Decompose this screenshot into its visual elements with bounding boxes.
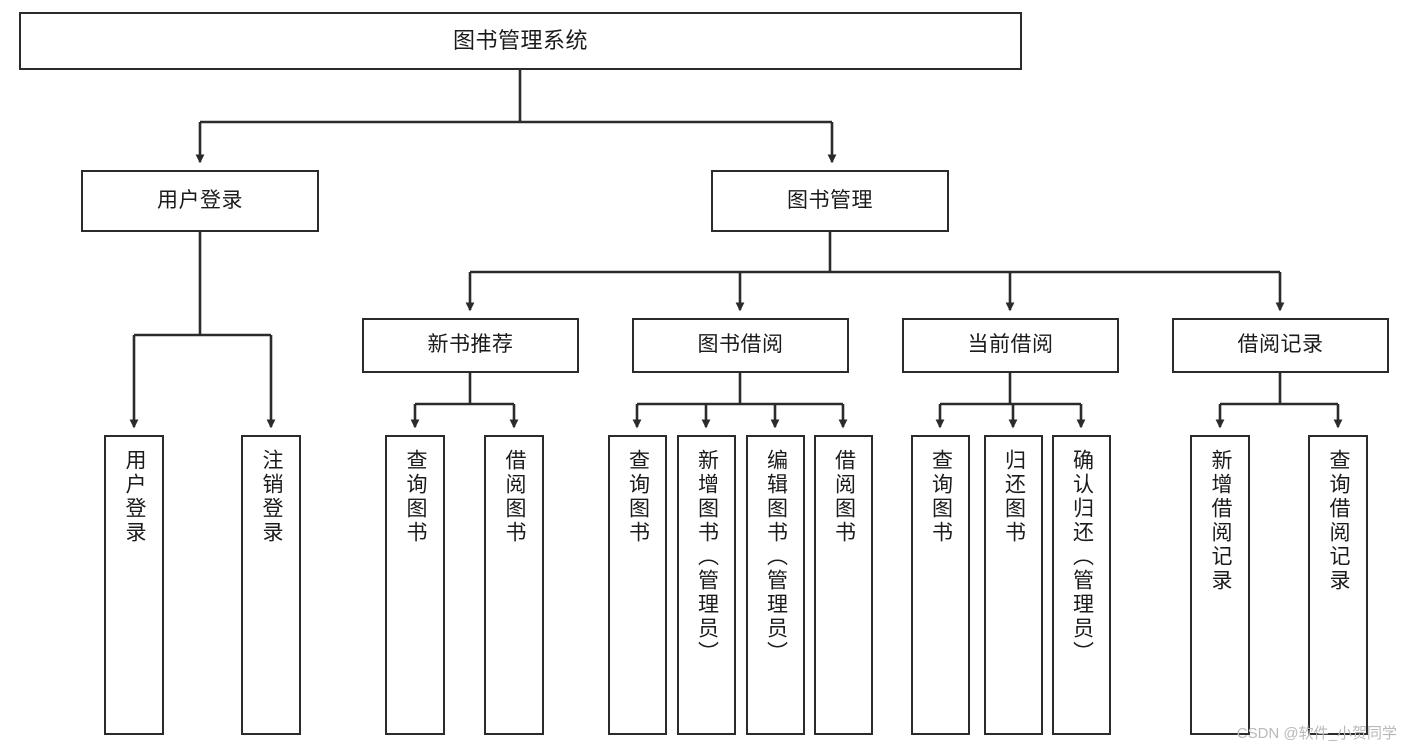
leaf-query-book-current-label: 查询图书	[929, 449, 953, 545]
leaf-edit-book-admin[interactable]: 编辑图书（管理员）	[746, 435, 805, 735]
edge-root-bus	[195, 70, 837, 164]
leaf-query-book-borrow[interactable]: 查询图书	[608, 435, 667, 735]
leaf-logout-login[interactable]: 注销登录	[241, 435, 301, 735]
node-book-borrow[interactable]: 图书借阅	[632, 318, 849, 373]
leaf-edit-book-admin-label: 编辑图书（管理员）	[764, 449, 788, 665]
node-borrow-record-label: 借阅记录	[1237, 333, 1324, 357]
leaf-query-book-recommend[interactable]: 查询图书	[385, 435, 445, 735]
edge-borrow-bus	[632, 373, 848, 429]
csdn-watermark: CSDN @软件_小贺同学	[1236, 725, 1397, 742]
leaf-query-book-recommend-label: 查询图书	[404, 449, 428, 545]
leaf-add-book-admin-label: 新增图书（管理员）	[695, 449, 719, 665]
node-borrow-record[interactable]: 借阅记录	[1172, 318, 1389, 373]
node-current-borrow-label: 当前借阅	[967, 333, 1054, 357]
edge-borrow-record-bus	[1215, 373, 1343, 429]
edge-new-book-bus	[410, 373, 519, 429]
leaf-logout-login-label: 注销登录	[260, 449, 284, 545]
node-book-management[interactable]: 图书管理	[711, 170, 949, 232]
leaf-add-borrow-record-label: 新增借阅记录	[1209, 449, 1233, 593]
node-new-book-recommend[interactable]: 新书推荐	[362, 318, 579, 373]
leaf-user-login[interactable]: 用户登录	[104, 435, 164, 735]
leaf-query-book-current[interactable]: 查询图书	[911, 435, 970, 735]
node-root-label: 图书管理系统	[452, 28, 588, 54]
edge-current-borrow-bus	[935, 373, 1086, 429]
leaf-return-book[interactable]: 归还图书	[984, 435, 1043, 735]
leaf-add-borrow-record[interactable]: 新增借阅记录	[1190, 435, 1250, 735]
leaf-confirm-return-admin-label: 确认归还（管理员）	[1070, 449, 1094, 665]
leaf-add-book-admin[interactable]: 新增图书（管理员）	[677, 435, 736, 735]
leaf-query-borrow-record-label: 查询借阅记录	[1327, 449, 1351, 593]
leaf-user-login-label: 用户登录	[123, 449, 147, 545]
leaf-borrow-book-recommend[interactable]: 借阅图书	[484, 435, 544, 735]
leaf-return-book-label: 归还图书	[1002, 449, 1026, 545]
leaf-borrow-book-recommend-label: 借阅图书	[503, 449, 527, 545]
leaf-query-book-borrow-label: 查询图书	[626, 449, 650, 545]
node-book-borrow-label: 图书借阅	[697, 333, 784, 357]
leaf-query-borrow-record[interactable]: 查询借阅记录	[1308, 435, 1368, 735]
edge-user-login-bus	[129, 232, 276, 429]
leaf-borrow-book[interactable]: 借阅图书	[814, 435, 873, 735]
leaf-borrow-book-label: 借阅图书	[832, 449, 856, 545]
node-root[interactable]: 图书管理系统	[19, 12, 1022, 70]
node-current-borrow[interactable]: 当前借阅	[902, 318, 1119, 373]
node-user-login[interactable]: 用户登录	[81, 170, 319, 232]
node-user-login-label: 用户登录	[157, 188, 243, 212]
node-new-book-recommend-label: 新书推荐	[427, 333, 514, 357]
edge-book-mgmt-bus	[465, 232, 1285, 312]
leaf-confirm-return-admin[interactable]: 确认归还（管理员）	[1052, 435, 1111, 735]
node-book-management-label: 图书管理	[787, 188, 873, 212]
